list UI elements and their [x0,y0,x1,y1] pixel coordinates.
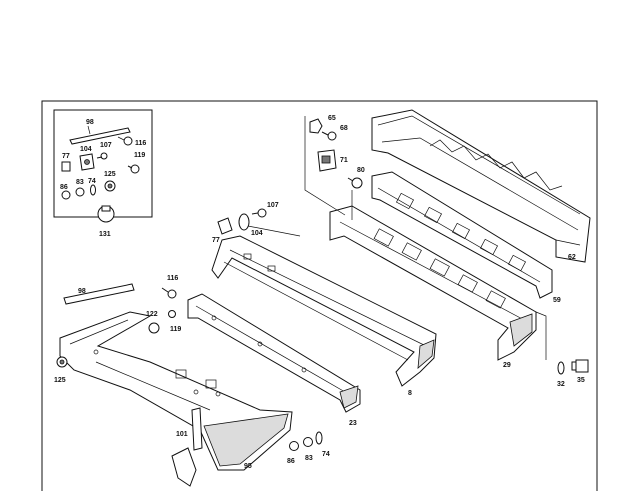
label-104: 104 [251,230,263,237]
bumper-beam-29 [329,205,537,361]
bumper-cover-62 [371,109,591,263]
label-32: 32 [557,381,565,388]
bracket-101 [171,407,203,487]
label-83: 83 [305,455,313,462]
label-35: 35 [577,377,585,384]
screw-116 [161,287,177,299]
label-95: 95 [244,463,252,470]
inset-tool-131 [97,205,115,223]
inset-screw-116 [117,136,133,146]
clip-77 [217,217,233,235]
label-122: 122 [146,311,158,318]
label-62: 62 [568,254,576,261]
bumper-8 [211,235,437,387]
inset-label-74: 74 [88,178,96,185]
bracket-hardware [304,116,363,220]
label-125: 125 [54,377,66,384]
screw-119 [168,310,176,318]
inset-clip-77 [61,161,71,172]
inset-washer-74 [90,184,96,196]
label-29: 29 [503,362,511,369]
label-71: 71 [340,157,348,164]
inset-washer-83 [75,187,85,197]
label-74: 74 [322,451,330,458]
lower-cover-95 [59,311,293,471]
inset-label-119: 119 [134,152,145,159]
label-107: 107 [267,202,279,209]
label-119: 119 [170,326,181,333]
plug-35 [571,359,589,373]
label-65: 65 [328,115,336,122]
inset-label-98: 98 [86,119,94,126]
inset-label-107: 107 [100,142,112,149]
label-23: 23 [349,420,357,427]
lower-panel-23 [187,293,361,413]
inset-label-83: 83 [76,179,84,186]
washer-83 [303,437,313,447]
washer-104 [238,213,250,231]
label-59: 59 [553,297,561,304]
bumper-shell-59 [371,171,553,299]
strip-98 [63,283,135,305]
inset-screw-119 [127,164,140,174]
inset-label-125: 125 [104,171,116,178]
label-80: 80 [357,167,365,174]
washer-122 [148,322,160,334]
inset-label-116: 116 [135,140,146,147]
nut-86 [289,441,299,451]
label-8: 8 [408,390,412,397]
label-98: 98 [78,288,86,295]
inset-screw-107 [96,152,108,160]
screw-68 [321,131,337,141]
inset-label-86: 86 [60,184,68,191]
inset-label-77: 77 [62,153,70,160]
inset-label-104: 104 [80,146,92,153]
screw-80 [347,177,363,189]
label-116: 116 [167,275,178,282]
washer-74 [315,431,323,445]
inset-small-parts: 98 116 104 107 77 119 83 74 125 86 131 [53,109,153,238]
bracket-top-left [217,208,301,237]
diagram-frame [41,100,598,491]
label-68: 68 [340,125,348,132]
inset-strip [69,127,131,145]
nut-65 [309,118,323,134]
label-86: 86 [287,458,295,465]
inset-nut-86 [61,190,71,200]
screw-107 [251,208,267,218]
washer-32 [557,361,565,375]
label-77: 77 [212,237,220,244]
label-101: 101 [176,431,188,438]
inset-label-131: 131 [99,231,111,238]
